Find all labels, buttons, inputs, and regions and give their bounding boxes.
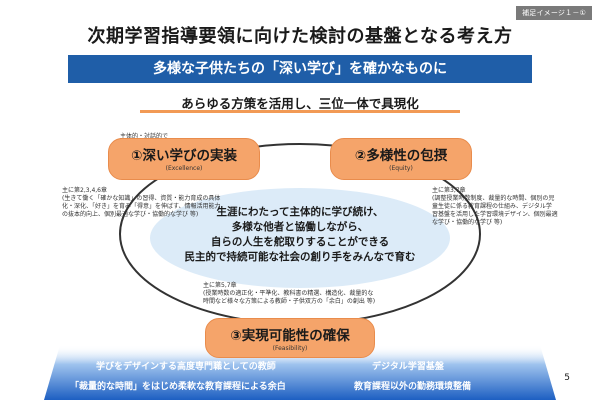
slide-tag: 補足イメージ１－① xyxy=(516,6,592,20)
subtitle: あらゆる方策を活用し、三位一体で具現化 xyxy=(181,96,419,111)
pillar-1-prefix: 主体的・対話的で xyxy=(120,133,169,140)
foundation-work-environment: 教育課程以外の勤務環境整備 xyxy=(354,382,472,392)
pillar-1-english: (Excellence) xyxy=(165,165,203,172)
center-line-4: 民主的で持続可能な社会の創り手をみんなで育む xyxy=(184,251,416,263)
pillar-1-note: 主に第2,3,4,6章 (生きて働く「確かな知識」の習得、資質・能力育成の具体 … xyxy=(62,187,221,218)
foundation-teachers: 学びをデザインする高度専門職としての教師 xyxy=(96,362,276,372)
page-number: 5 xyxy=(564,373,570,383)
pillar-equity: ②多様性の包摂 (Equity) xyxy=(330,138,472,180)
pillar-3-english: (Feasibility) xyxy=(272,345,308,352)
foundation-digital: デジタル学習基盤 xyxy=(372,362,444,372)
center-message: 生涯にわたって主体的に学び続け、 多様な他者と協働しながら、 自らの人生を舵取り… xyxy=(150,205,450,265)
center-line-2: 多様な他者と協働しながら、 xyxy=(231,221,369,233)
center-ellipse xyxy=(150,188,450,288)
pillar-2-title: ②多様性の包摂 xyxy=(354,148,448,164)
page-title: 次期学習指導要領に向けた検討の基盤となる考え方 xyxy=(87,26,513,47)
pillar-2-note: 主に第3,7章 (調整授業時数制度、裁量的な時間、個別の児 童生徒に係る教育課程… xyxy=(432,187,558,226)
subtitle-underline xyxy=(140,110,460,113)
pillar-3-note: 主に第5,7章 (授業時数の適正化・平準化、教科書の精選、構造化、裁量的な 時間… xyxy=(203,282,376,305)
pillar-excellence: ①深い学びの実装 (Excellence) xyxy=(108,138,260,180)
foundation-curriculum-margin: 「裁量的な時間」をはじめ柔軟な教育課程による余白 xyxy=(70,382,286,392)
theme-banner: 多様な子供たちの「深い学び」を確かなものに xyxy=(68,55,532,83)
center-line-3: 自らの人生を舵取りすることができる xyxy=(210,236,390,248)
foundation-base xyxy=(44,345,556,400)
pillar-2-english: (Equity) xyxy=(389,165,413,172)
pillar-1-title: ①深い学びの実装 xyxy=(131,148,237,164)
center-line-1: 生涯にわたって主体的に学び続け、 xyxy=(216,206,384,218)
pillar-3-title: ③実現可能性の確保 xyxy=(230,328,350,344)
pillar-feasibility: ③実現可能性の確保 (Feasibility) xyxy=(205,318,375,358)
